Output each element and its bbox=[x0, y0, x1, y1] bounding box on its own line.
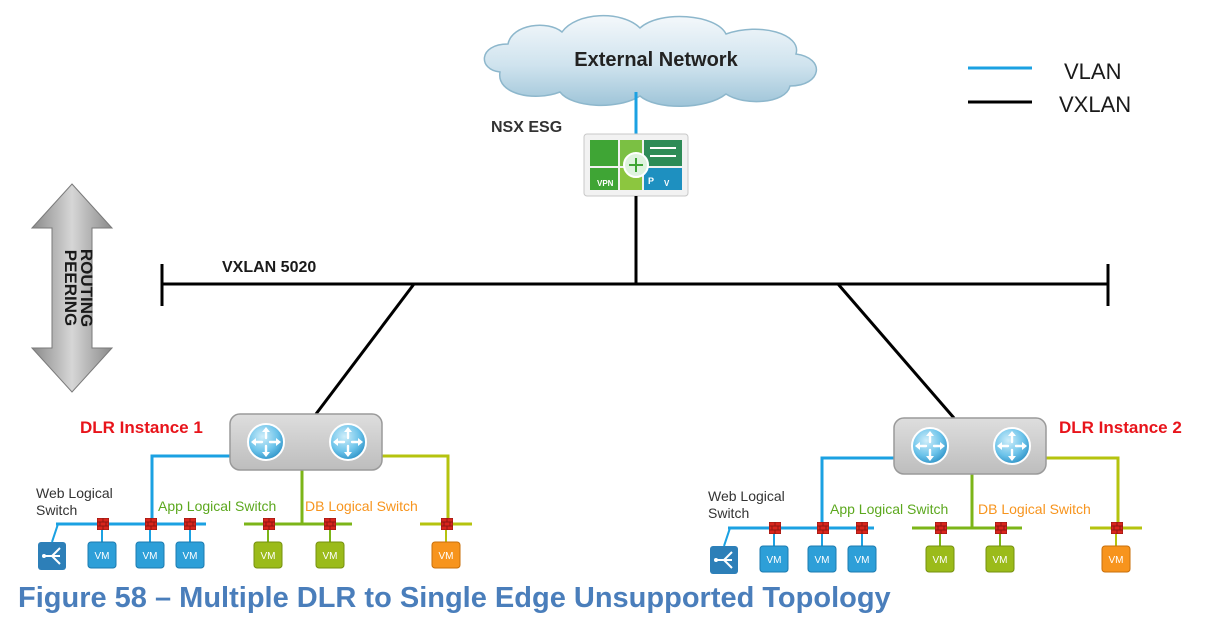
svg-text:VM: VM bbox=[439, 551, 454, 562]
dlr1-vm-web-3: VM bbox=[175, 541, 205, 569]
dlr1-db-link bbox=[382, 454, 450, 524]
svg-text:VM: VM bbox=[1109, 555, 1124, 566]
dlr2-vm-web-1: VM bbox=[759, 545, 789, 573]
dlr2-vm-db-1: VM bbox=[1101, 545, 1131, 573]
dlr2-firewall-icon-1 bbox=[769, 522, 781, 534]
esg-tile-dhcp bbox=[644, 168, 682, 190]
esg-tile-firewall bbox=[590, 140, 618, 166]
svg-text:VM: VM bbox=[143, 551, 158, 562]
dlr2-vm-web-3: VM bbox=[847, 545, 877, 573]
dlr1-vm-web-1: VM bbox=[87, 541, 117, 569]
nsx-esg-appliance: NSX ESG VPN P V bbox=[491, 119, 689, 197]
dlr1-vm-web-2: VM bbox=[135, 541, 165, 569]
peering-label-line2: PEERING bbox=[61, 250, 80, 327]
dlr1-uplink bbox=[314, 283, 416, 415]
svg-text:VM: VM bbox=[261, 551, 276, 562]
dlr1-router-icon-b bbox=[328, 422, 368, 462]
transit-label: VXLAN 5020 bbox=[222, 259, 316, 276]
dlr1-firewall-icon-3 bbox=[184, 518, 196, 530]
dlr2-load-balancer-icon bbox=[710, 546, 738, 574]
dlr1-firewall-icon-2 bbox=[145, 518, 157, 530]
legend-vlan-label: VLAN bbox=[1064, 59, 1121, 84]
dlr1-router-icon-a bbox=[246, 422, 286, 462]
dlr2-router-icon-a bbox=[910, 426, 950, 466]
dlr2-vm-app-2: VM bbox=[985, 545, 1015, 573]
dlr2-firewall-icon-6 bbox=[1111, 522, 1123, 534]
dlr2-label: DLR Instance 2 bbox=[1059, 418, 1182, 437]
dlr1-firewall-icon-4 bbox=[263, 518, 275, 530]
esg-tile-lb bbox=[644, 140, 682, 166]
esg-tile-vpn bbox=[590, 168, 618, 190]
transit-vxlan-5020: VXLAN 5020 bbox=[160, 259, 1110, 306]
external-network-cloud: External Network bbox=[483, 15, 817, 107]
figure-caption: Figure 58 – Multiple DLR to Single Edge … bbox=[18, 582, 891, 614]
svg-text:VM: VM bbox=[323, 551, 338, 562]
dlr1-vm-app-1: VM bbox=[253, 541, 283, 569]
dlr1-load-balancer-icon bbox=[38, 542, 66, 570]
routing-peering-arrow: ROUTING PEERING bbox=[30, 183, 114, 393]
dlr-instance-1: DLR Instance 1 Web Logical Switch App Lo… bbox=[36, 413, 472, 570]
dlr1-firewall-icon-1 bbox=[97, 518, 109, 530]
dlr2-db-label: DB Logical Switch bbox=[978, 501, 1091, 517]
legend-vxlan-label: VXLAN bbox=[1059, 92, 1131, 117]
esg-v-label: V bbox=[664, 179, 670, 188]
dlr2-web-label-line1: Web Logical bbox=[708, 488, 785, 504]
svg-text:VM: VM bbox=[95, 551, 110, 562]
dlr1-web-label-line1: Web Logical bbox=[36, 485, 113, 501]
dlr2-app-label: App Logical Switch bbox=[830, 501, 948, 517]
dlr2-router-icon-b bbox=[992, 426, 1032, 466]
svg-text:VM: VM bbox=[815, 555, 830, 566]
svg-text:VM: VM bbox=[183, 551, 198, 562]
esg-label: NSX ESG bbox=[491, 119, 562, 136]
dlr1-app-label: App Logical Switch bbox=[158, 498, 276, 514]
esg-vpn-label: VPN bbox=[597, 179, 614, 188]
dlr2-uplink bbox=[836, 283, 956, 419]
svg-text:VM: VM bbox=[933, 555, 948, 566]
peering-label-line1: ROUTING bbox=[77, 249, 96, 327]
dlr1-db-label: DB Logical Switch bbox=[305, 498, 418, 514]
cloud-label: External Network bbox=[574, 49, 738, 71]
dlr2-firewall-icon-4 bbox=[935, 522, 947, 534]
esg-p-label: P bbox=[648, 176, 654, 186]
dlr1-label: DLR Instance 1 bbox=[80, 418, 203, 437]
dlr1-vm-app-2: VM bbox=[315, 541, 345, 569]
svg-text:VM: VM bbox=[993, 555, 1008, 566]
dlr2-firewall-icon-3 bbox=[856, 522, 868, 534]
dlr2-vm-app-1: VM bbox=[925, 545, 955, 573]
dlr1-web-label-line2: Switch bbox=[36, 502, 77, 518]
dlr2-web-label-line2: Switch bbox=[708, 505, 749, 521]
dlr1-vm-db-1: VM bbox=[431, 541, 461, 569]
svg-text:VM: VM bbox=[855, 555, 870, 566]
dlr1-web-link bbox=[150, 454, 234, 524]
dlr2-firewall-icon-2 bbox=[817, 522, 829, 534]
dlr2-db-link bbox=[1046, 456, 1120, 528]
dlr2-web-link bbox=[820, 456, 898, 528]
dlr1-firewall-icon-5 bbox=[324, 518, 336, 530]
dlr1-firewall-icon-6 bbox=[441, 518, 453, 530]
dlr2-vm-web-2: VM bbox=[807, 545, 837, 573]
svg-text:VM: VM bbox=[767, 555, 782, 566]
legend: VLAN VXLAN bbox=[968, 59, 1131, 117]
dlr2-firewall-icon-5 bbox=[995, 522, 1007, 534]
dlr-instance-2: DLR Instance 2 Web Logical Switch App Lo… bbox=[708, 417, 1182, 574]
